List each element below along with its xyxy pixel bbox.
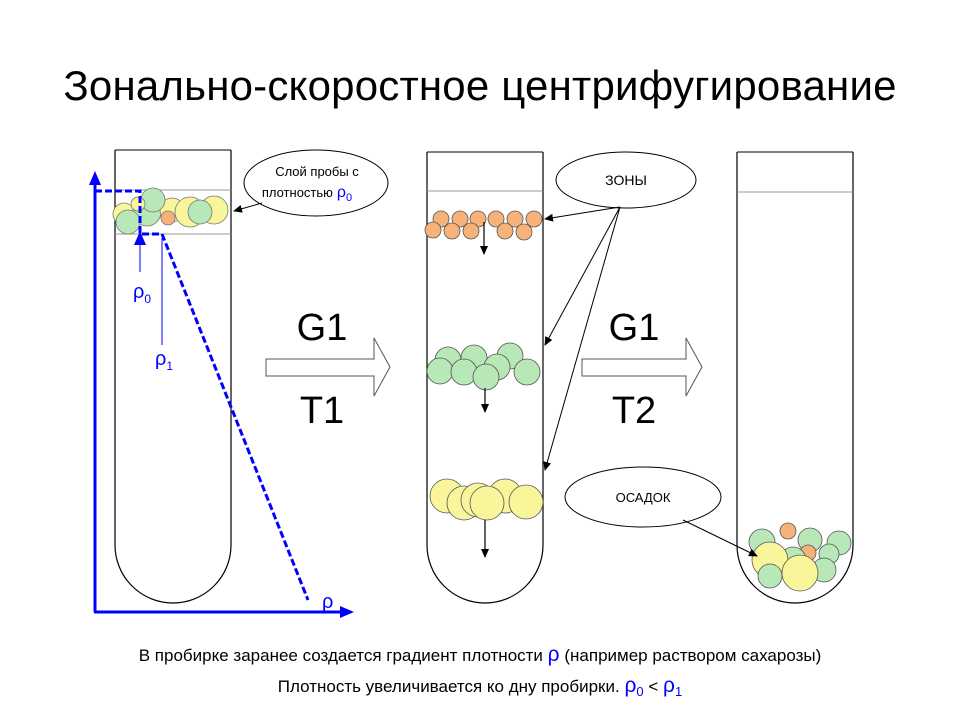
caption-line-2-before: Плотность увеличивается ко дну пробирки.: [277, 677, 620, 696]
tube-1: [112, 149, 232, 604]
step-1-g-label: G1: [297, 307, 348, 349]
step-2-arrow: [581, 337, 703, 397]
tube-3-outline: [736, 152, 854, 604]
caption-rho1: ρ1: [663, 674, 683, 699]
sediment-callout: ОСАДОК: [564, 466, 758, 557]
tube-3: [736, 151, 854, 604]
tube-2: [424, 151, 544, 604]
density-gradient-line: [95, 189, 310, 601]
caption-line-2: Плотность увеличивается ко дну пробирки.…: [0, 674, 960, 699]
step-2: G1 T2: [581, 307, 703, 432]
caption-line-1-before: В пробирке заранее создается градиент пл…: [138, 646, 543, 665]
caption-lt: <: [648, 677, 659, 696]
zones-callout: ЗОНЫ: [543, 151, 697, 471]
density-gradient-graph: ρ0 ρ1 ρ: [89, 171, 354, 618]
step-1-arrow: [265, 337, 391, 397]
sediment-pellet: [748, 522, 852, 592]
tube-1-outline: [114, 150, 232, 604]
rho0-label: ρ0: [133, 281, 151, 306]
rho-axis-label: ρ: [322, 591, 333, 613]
step-2-g-label: G1: [609, 307, 660, 349]
caption-rho0: ρ0: [624, 674, 644, 699]
caption-rho-symbol: ρ: [547, 643, 560, 666]
zone-green: [426, 342, 541, 413]
zone-yellow: [429, 478, 544, 558]
step-1-t-label: T1: [300, 390, 344, 432]
step-1: G1 T1: [265, 307, 391, 432]
rho1-label: ρ1: [155, 348, 173, 373]
slide-title: Зонально-скоростное центрифугирование: [63, 62, 897, 109]
caption-line-1-after: (например раствором сахарозы): [564, 646, 822, 665]
caption-line-1: В пробирке заранее создается градиент пл…: [0, 643, 960, 667]
sediment-label: ОСАДОК: [616, 490, 671, 505]
zone-orange: [424, 210, 543, 255]
sample-layer-text-1: Слой пробы с: [275, 164, 359, 179]
zones-label: ЗОНЫ: [605, 172, 647, 188]
step-2-t-label: T2: [612, 390, 656, 432]
